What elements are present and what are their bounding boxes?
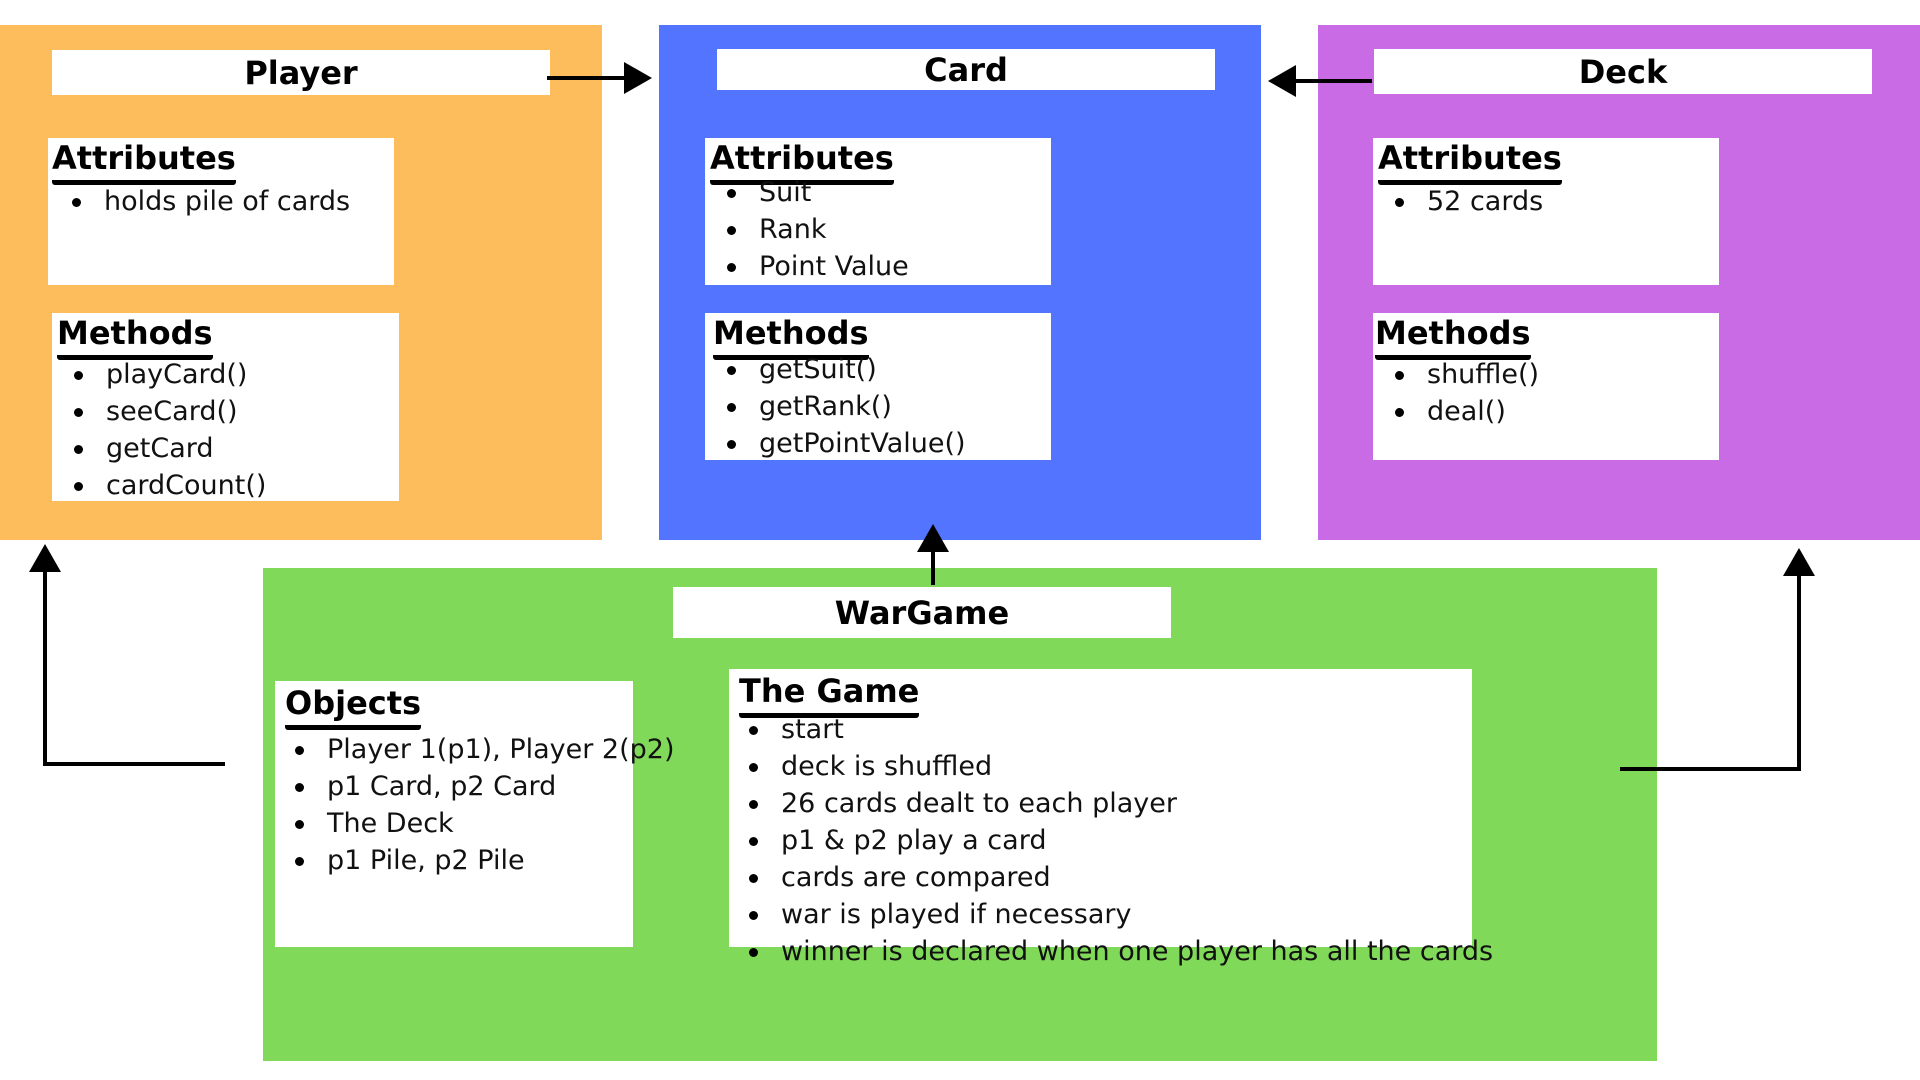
wargame-game-box: The Game start deck is shuffled 26 cards… [729, 669, 1493, 967]
list-item: p1 Card, p2 Card [283, 768, 675, 805]
list-item: shuffle() [1383, 356, 1539, 393]
list-item: start [737, 711, 1493, 748]
arrow-wargame-to-deck [1620, 548, 1815, 771]
list-item: Player 1(p1), Player 2(p2) [283, 731, 675, 768]
player-class-panel: Player Attributes holds pile of cards Me… [0, 25, 602, 540]
player-methods-heading: Methods [57, 317, 213, 360]
list-item: cards are compared [737, 859, 1493, 896]
list-item: p1 Pile, p2 Pile [283, 842, 675, 879]
card-class-panel: Card Attributes Suit Rank Point Value Me… [659, 25, 1261, 540]
list-item: getPointValue() [715, 425, 966, 462]
deck-title: Deck [1374, 49, 1872, 94]
wargame-objects-box: Objects Player 1(p1), Player 2(p2) p1 Ca… [275, 681, 675, 947]
deck-class-panel: Deck Attributes 52 cards Methods shuffle… [1318, 25, 1920, 540]
deck-methods-list: shuffle() deal() [1383, 356, 1539, 430]
player-title: Player [52, 50, 550, 95]
card-attributes-box: Attributes Suit Rank Point Value [705, 138, 1051, 285]
deck-attributes-box: Attributes 52 cards [1373, 138, 1719, 285]
card-title: Card [717, 49, 1215, 90]
wargame-class-panel: WarGame Objects Player 1(p1), Player 2(p… [263, 568, 1657, 1061]
deck-methods-heading: Methods [1375, 317, 1531, 360]
wargame-game-list: start deck is shuffled 26 cards dealt to… [737, 711, 1493, 970]
arrow-wargame-to-player [29, 544, 225, 766]
wargame-objects-heading: Objects [285, 687, 422, 730]
deck-attributes-heading: Attributes [1378, 142, 1562, 185]
list-item: getCard [62, 430, 266, 467]
list-item: deck is shuffled [737, 748, 1493, 785]
list-item: p1 & p2 play a card [737, 822, 1493, 859]
list-item: getRank() [715, 388, 966, 425]
card-methods-box: Methods getSuit() getRank() getPointValu… [705, 313, 1051, 460]
wargame-title: WarGame [673, 587, 1171, 638]
player-methods-list: playCard() seeCard() getCard cardCount() [62, 356, 266, 504]
list-item: Point Value [715, 248, 909, 285]
list-item: cardCount() [62, 467, 266, 504]
card-attributes-heading: Attributes [710, 142, 894, 185]
list-item: The Deck [283, 805, 675, 842]
card-methods-heading: Methods [713, 317, 869, 360]
list-item: 52 cards [1383, 183, 1543, 220]
player-attributes-list: holds pile of cards [60, 183, 350, 220]
deck-methods-box: Methods shuffle() deal() [1373, 313, 1719, 460]
list-item: Rank [715, 211, 909, 248]
list-item: playCard() [62, 356, 266, 393]
list-item: deal() [1383, 393, 1539, 430]
list-item: holds pile of cards [60, 183, 350, 220]
list-item: seeCard() [62, 393, 266, 430]
list-item: Suit [715, 174, 909, 211]
player-methods-box: Methods playCard() seeCard() getCard car… [52, 313, 399, 501]
list-item: getSuit() [715, 351, 966, 388]
wargame-objects-list: Player 1(p1), Player 2(p2) p1 Card, p2 C… [283, 731, 675, 879]
card-attributes-list: Suit Rank Point Value [715, 174, 909, 285]
player-attributes-heading: Attributes [52, 142, 236, 185]
wargame-game-heading: The Game [739, 675, 920, 718]
list-item: 26 cards dealt to each player [737, 785, 1493, 822]
list-item: winner is declared when one player has a… [737, 933, 1493, 970]
card-methods-list: getSuit() getRank() getPointValue() [715, 351, 966, 462]
deck-attributes-list: 52 cards [1383, 183, 1543, 220]
player-attributes-box: Attributes holds pile of cards [48, 138, 394, 285]
list-item: war is played if necessary [737, 896, 1493, 933]
